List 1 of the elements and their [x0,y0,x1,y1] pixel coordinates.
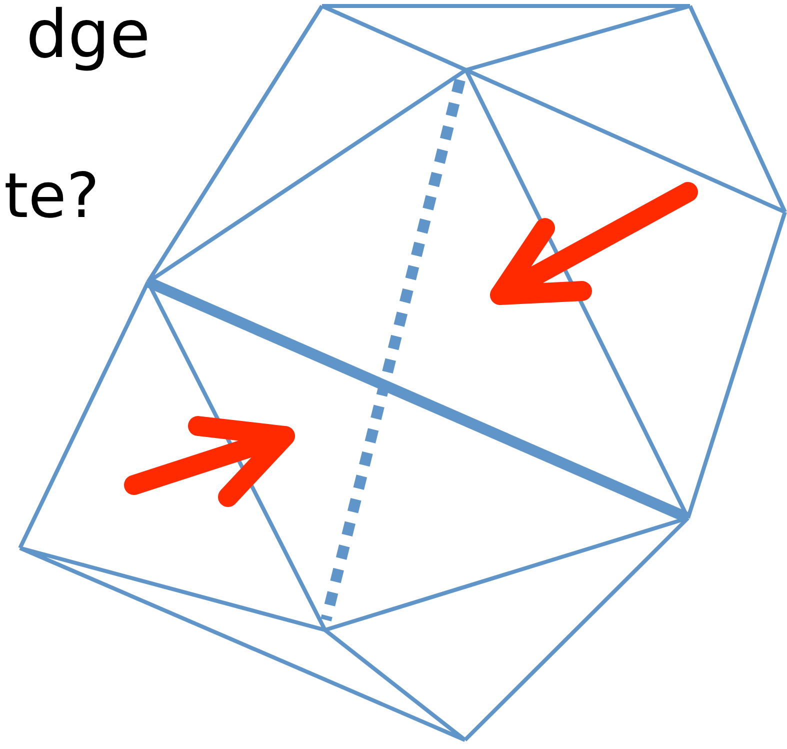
question-text: te? [4,165,100,227]
